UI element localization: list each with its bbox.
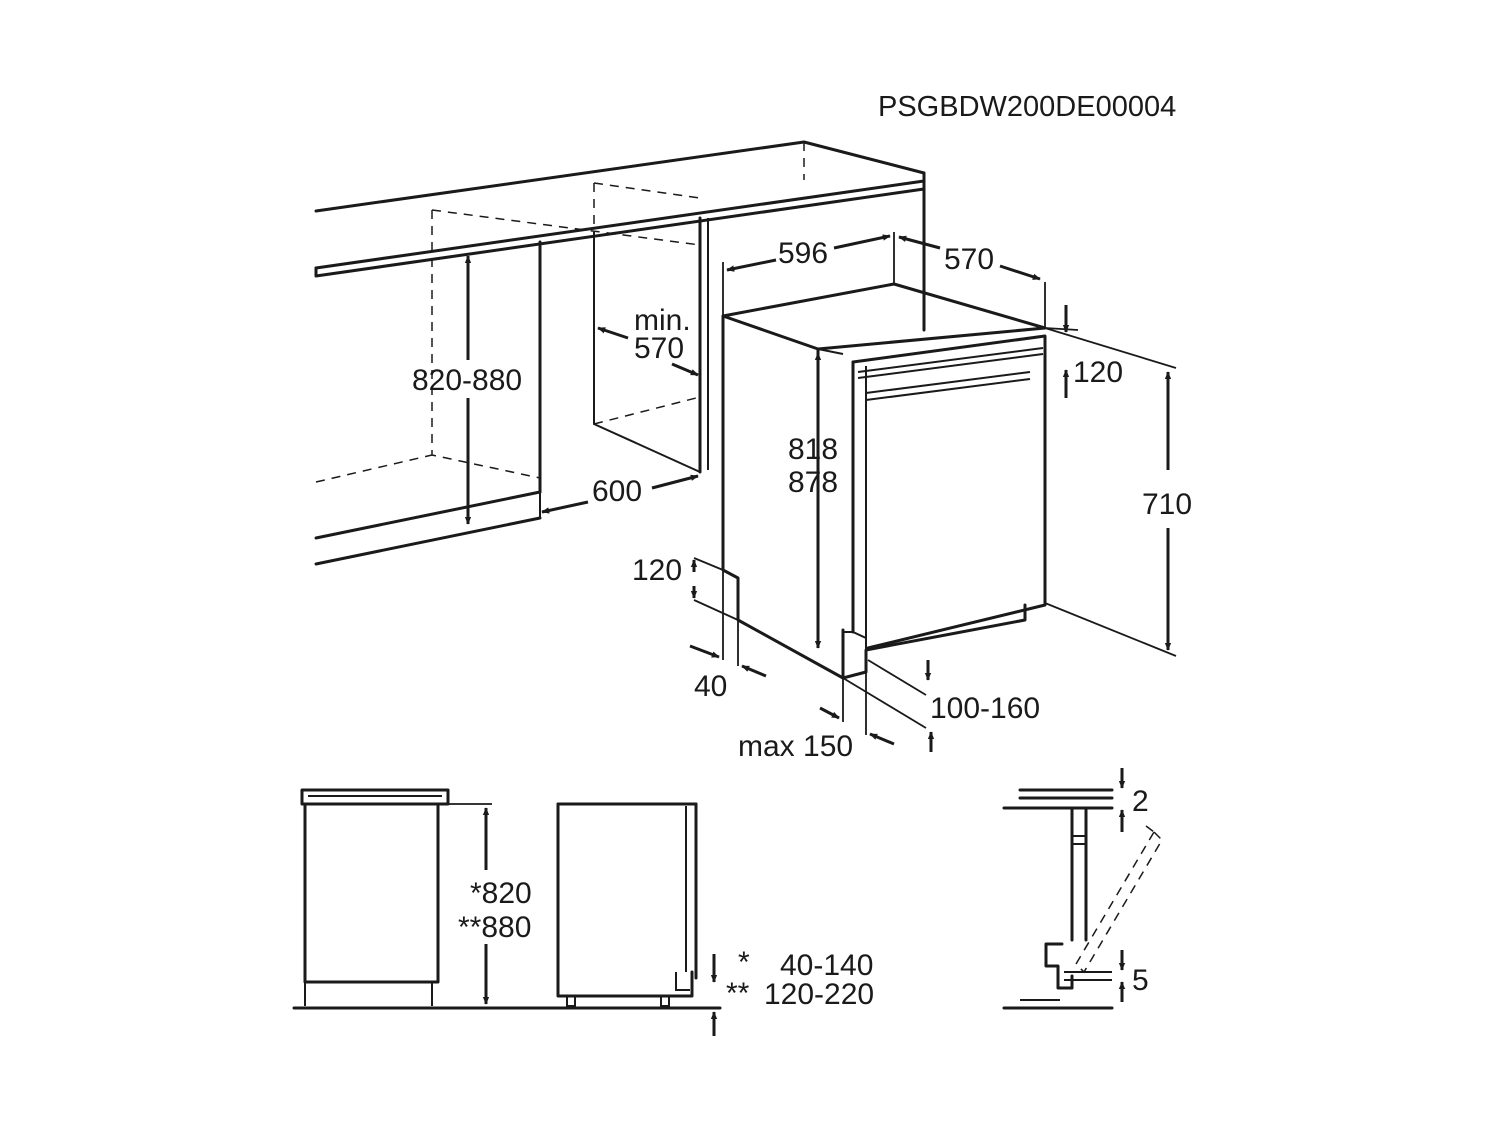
niche-depth-label-min: min. — [634, 304, 691, 337]
depth-label: 570 — [944, 243, 994, 276]
front-view — [292, 788, 722, 1010]
plinth-max-label: max 150 — [738, 730, 853, 763]
niche-height-label: 820-880 — [412, 364, 522, 397]
product-code: PSGBDW200DE00004 — [878, 91, 1176, 123]
total-height-dimension: *820 **880 — [448, 803, 532, 1005]
panel-height-label: 120 — [1073, 356, 1123, 389]
plinth-inset-dimension: 40 — [689, 570, 767, 703]
total-height-min: *820 — [470, 877, 532, 910]
niche-width-label: 600 — [592, 475, 642, 508]
foot-range-dimension: 100-160 — [867, 659, 1040, 725]
plinth-height-label: 120 — [632, 554, 682, 587]
top-gap-dimension: 2 — [1118, 768, 1149, 832]
door-height-dimension: 710 — [1044, 327, 1192, 657]
niche-depth-dimension: min. 570 — [597, 304, 699, 377]
bottom-gap-dimension: 5 — [1118, 950, 1149, 1002]
plinth-range-dimension: * 40-140 ** 120-220 — [710, 946, 874, 1036]
plinth-range-min-marker: * — [738, 946, 750, 979]
bottom-gap-label: 5 — [1132, 964, 1149, 997]
kitchen-cabinet-niche — [314, 140, 926, 566]
plinth-max-dimension: max 150 — [738, 672, 935, 763]
plinth-inset-label: 40 — [694, 670, 727, 703]
plinth-height-dimension: 120 — [632, 554, 739, 621]
total-height-max: **880 — [458, 911, 531, 944]
plinth-range-max: 120-220 — [764, 978, 874, 1011]
niche-width-dimension: 600 — [541, 474, 699, 514]
depth-dimension: 570 — [898, 235, 1046, 328]
foot-range-label: 100-160 — [930, 692, 1040, 725]
width-label: 596 — [778, 237, 828, 270]
plinth-range-min: 40-140 — [780, 949, 873, 982]
side-view — [556, 802, 698, 1007]
panel-height-dimension: 120 — [1044, 305, 1123, 398]
niche-depth-label-value: 570 — [634, 332, 684, 365]
top-gap-label: 2 — [1132, 785, 1149, 818]
width-dimension: 596 — [722, 232, 895, 316]
dishwasher-body — [721, 282, 1047, 680]
door-height-label: 710 — [1142, 488, 1192, 521]
appliance-height-min: 818 — [788, 433, 838, 466]
niche-height-dimension: 820-880 — [412, 255, 522, 525]
door-detail-view — [1002, 788, 1163, 1010]
appliance-height-dimension: 818 878 — [788, 352, 838, 649]
plinth-range-max-marker: ** — [726, 977, 750, 1010]
appliance-height-max: 878 — [788, 466, 838, 499]
